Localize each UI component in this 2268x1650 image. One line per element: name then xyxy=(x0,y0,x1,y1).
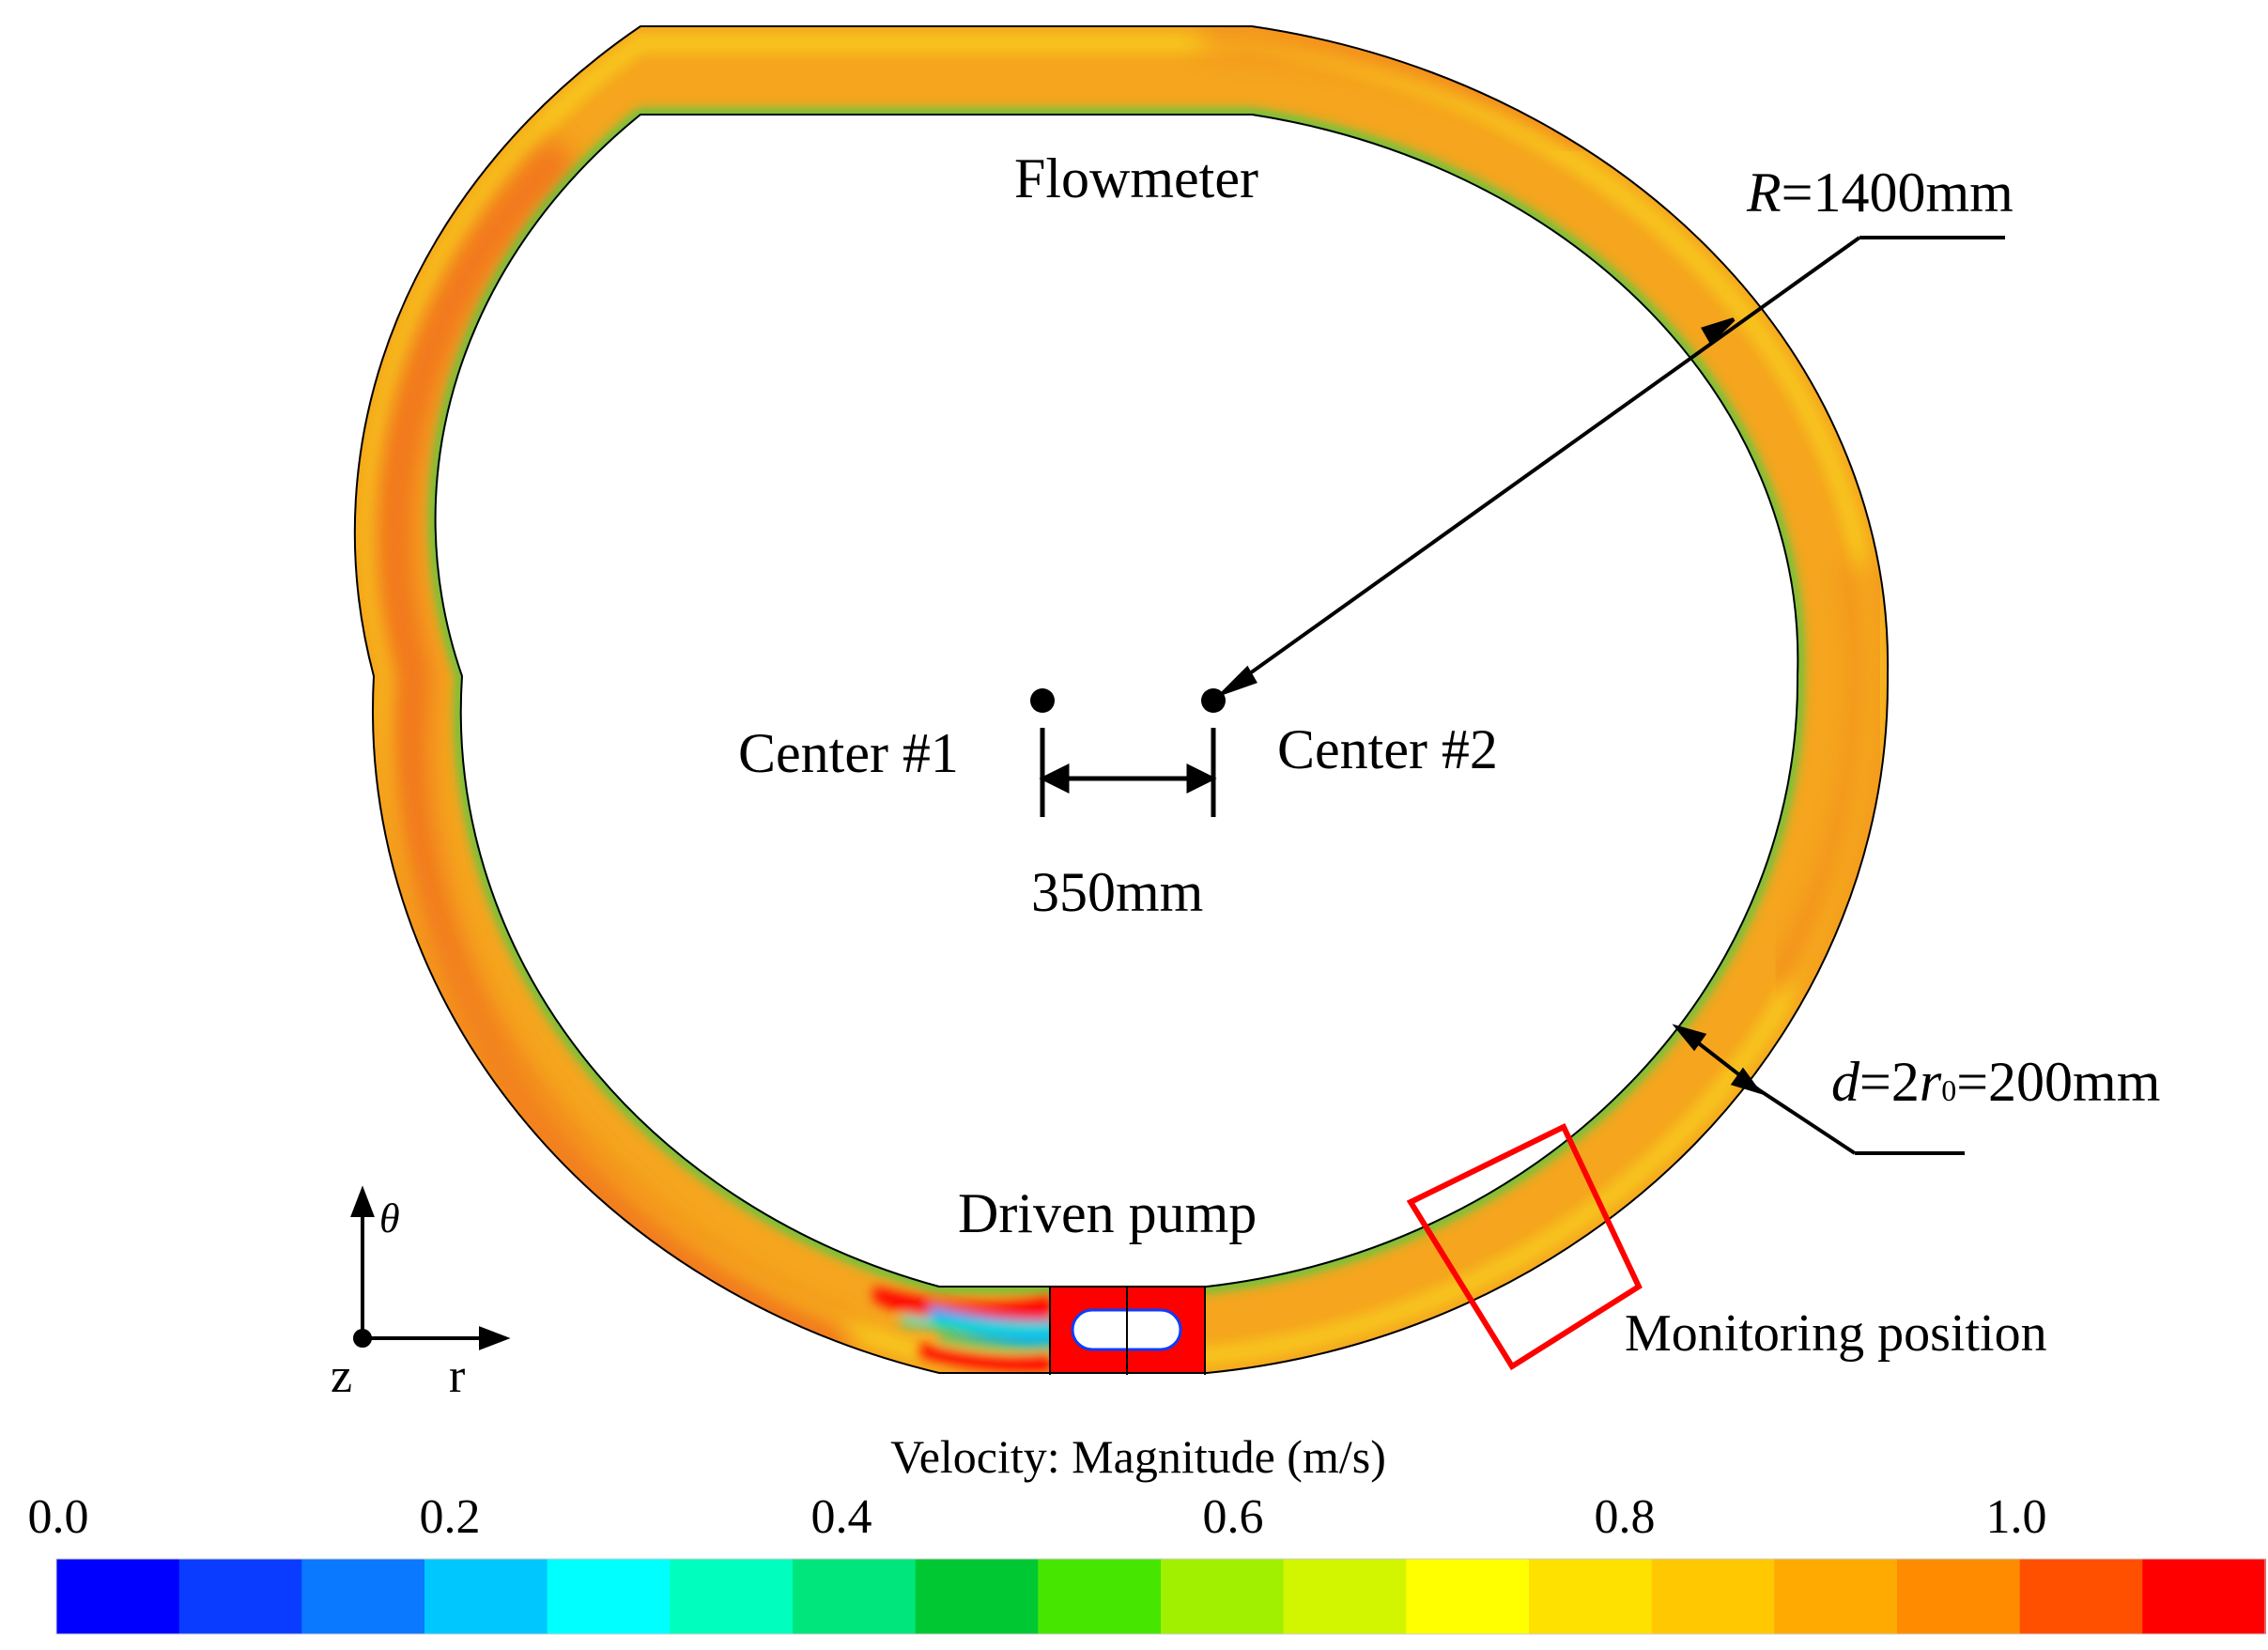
colorbar-swatch xyxy=(1651,1559,1776,1634)
colorbar-title: Velocity: Magnitude (m/s) xyxy=(890,1430,1386,1483)
monitoring-label: Monitoring position xyxy=(1625,1304,2047,1363)
radius-label: R=1400mm xyxy=(1746,162,2013,224)
axis-theta-label: θ xyxy=(379,1195,400,1241)
center2-dot xyxy=(1201,688,1226,713)
center2-label: Center #2 xyxy=(1277,718,1498,780)
ring-outlines xyxy=(353,25,1890,1375)
colorbar-swatch xyxy=(670,1559,794,1634)
colorbar-swatch xyxy=(56,1559,180,1634)
axis-triad xyxy=(350,1185,511,1350)
colorbar-swatch xyxy=(178,1559,303,1634)
driven-pump-label: Driven pump xyxy=(958,1182,1257,1244)
colorbar-swatch xyxy=(2142,1559,2266,1634)
center1-label: Center #1 xyxy=(738,722,959,784)
colorbar xyxy=(56,1559,2266,1634)
colorbar-swatch xyxy=(1038,1559,1162,1634)
colorbar-swatch xyxy=(1529,1559,1653,1634)
pump-wake xyxy=(873,1287,1062,1372)
colorbar-swatch xyxy=(1406,1559,1530,1634)
diameter-leader xyxy=(1672,1024,1965,1155)
colorbar-tick-label: 0.4 xyxy=(811,1490,872,1544)
colorbar-tick-label: 0.6 xyxy=(1203,1490,1264,1544)
colorbar-tick-label: 0.0 xyxy=(28,1490,89,1544)
center1-dot xyxy=(1030,688,1055,713)
colorbar-swatch xyxy=(1897,1559,2021,1634)
offset-label: 350mm xyxy=(1031,861,1203,923)
colorbar-swatch xyxy=(547,1559,671,1634)
diameter-label: d=2r0=200mm xyxy=(1831,1051,2160,1113)
offset-dimension xyxy=(1039,728,1217,817)
colorbar-swatch xyxy=(793,1559,917,1634)
colorbar-swatch xyxy=(1774,1559,1898,1634)
axis-r-label: r xyxy=(449,1349,465,1403)
colorbar-frame xyxy=(55,1558,2266,1635)
radius-leader xyxy=(1221,236,2005,695)
colorbar-swatch xyxy=(424,1559,548,1634)
colorbar-swatch xyxy=(301,1559,425,1634)
axis-z-label: z xyxy=(331,1349,352,1403)
monitoring-box xyxy=(1406,1122,1643,1371)
colorbar-swatch xyxy=(915,1559,1040,1634)
colorbar-swatch xyxy=(1161,1559,1285,1634)
colorbar-swatch xyxy=(1283,1559,1408,1634)
colorbar-tick-label: 1.0 xyxy=(1986,1490,2047,1544)
colorbar-tick-label: 0.2 xyxy=(420,1490,481,1544)
colorbar-tick-label: 0.8 xyxy=(1595,1490,1656,1544)
colorbar-swatch xyxy=(2019,1559,2144,1634)
flowmeter-label: Flowmeter xyxy=(1014,147,1258,209)
colorbar-ticks: 0.0 0.2 0.4 0.6 0.8 1.0 xyxy=(28,1490,2047,1544)
